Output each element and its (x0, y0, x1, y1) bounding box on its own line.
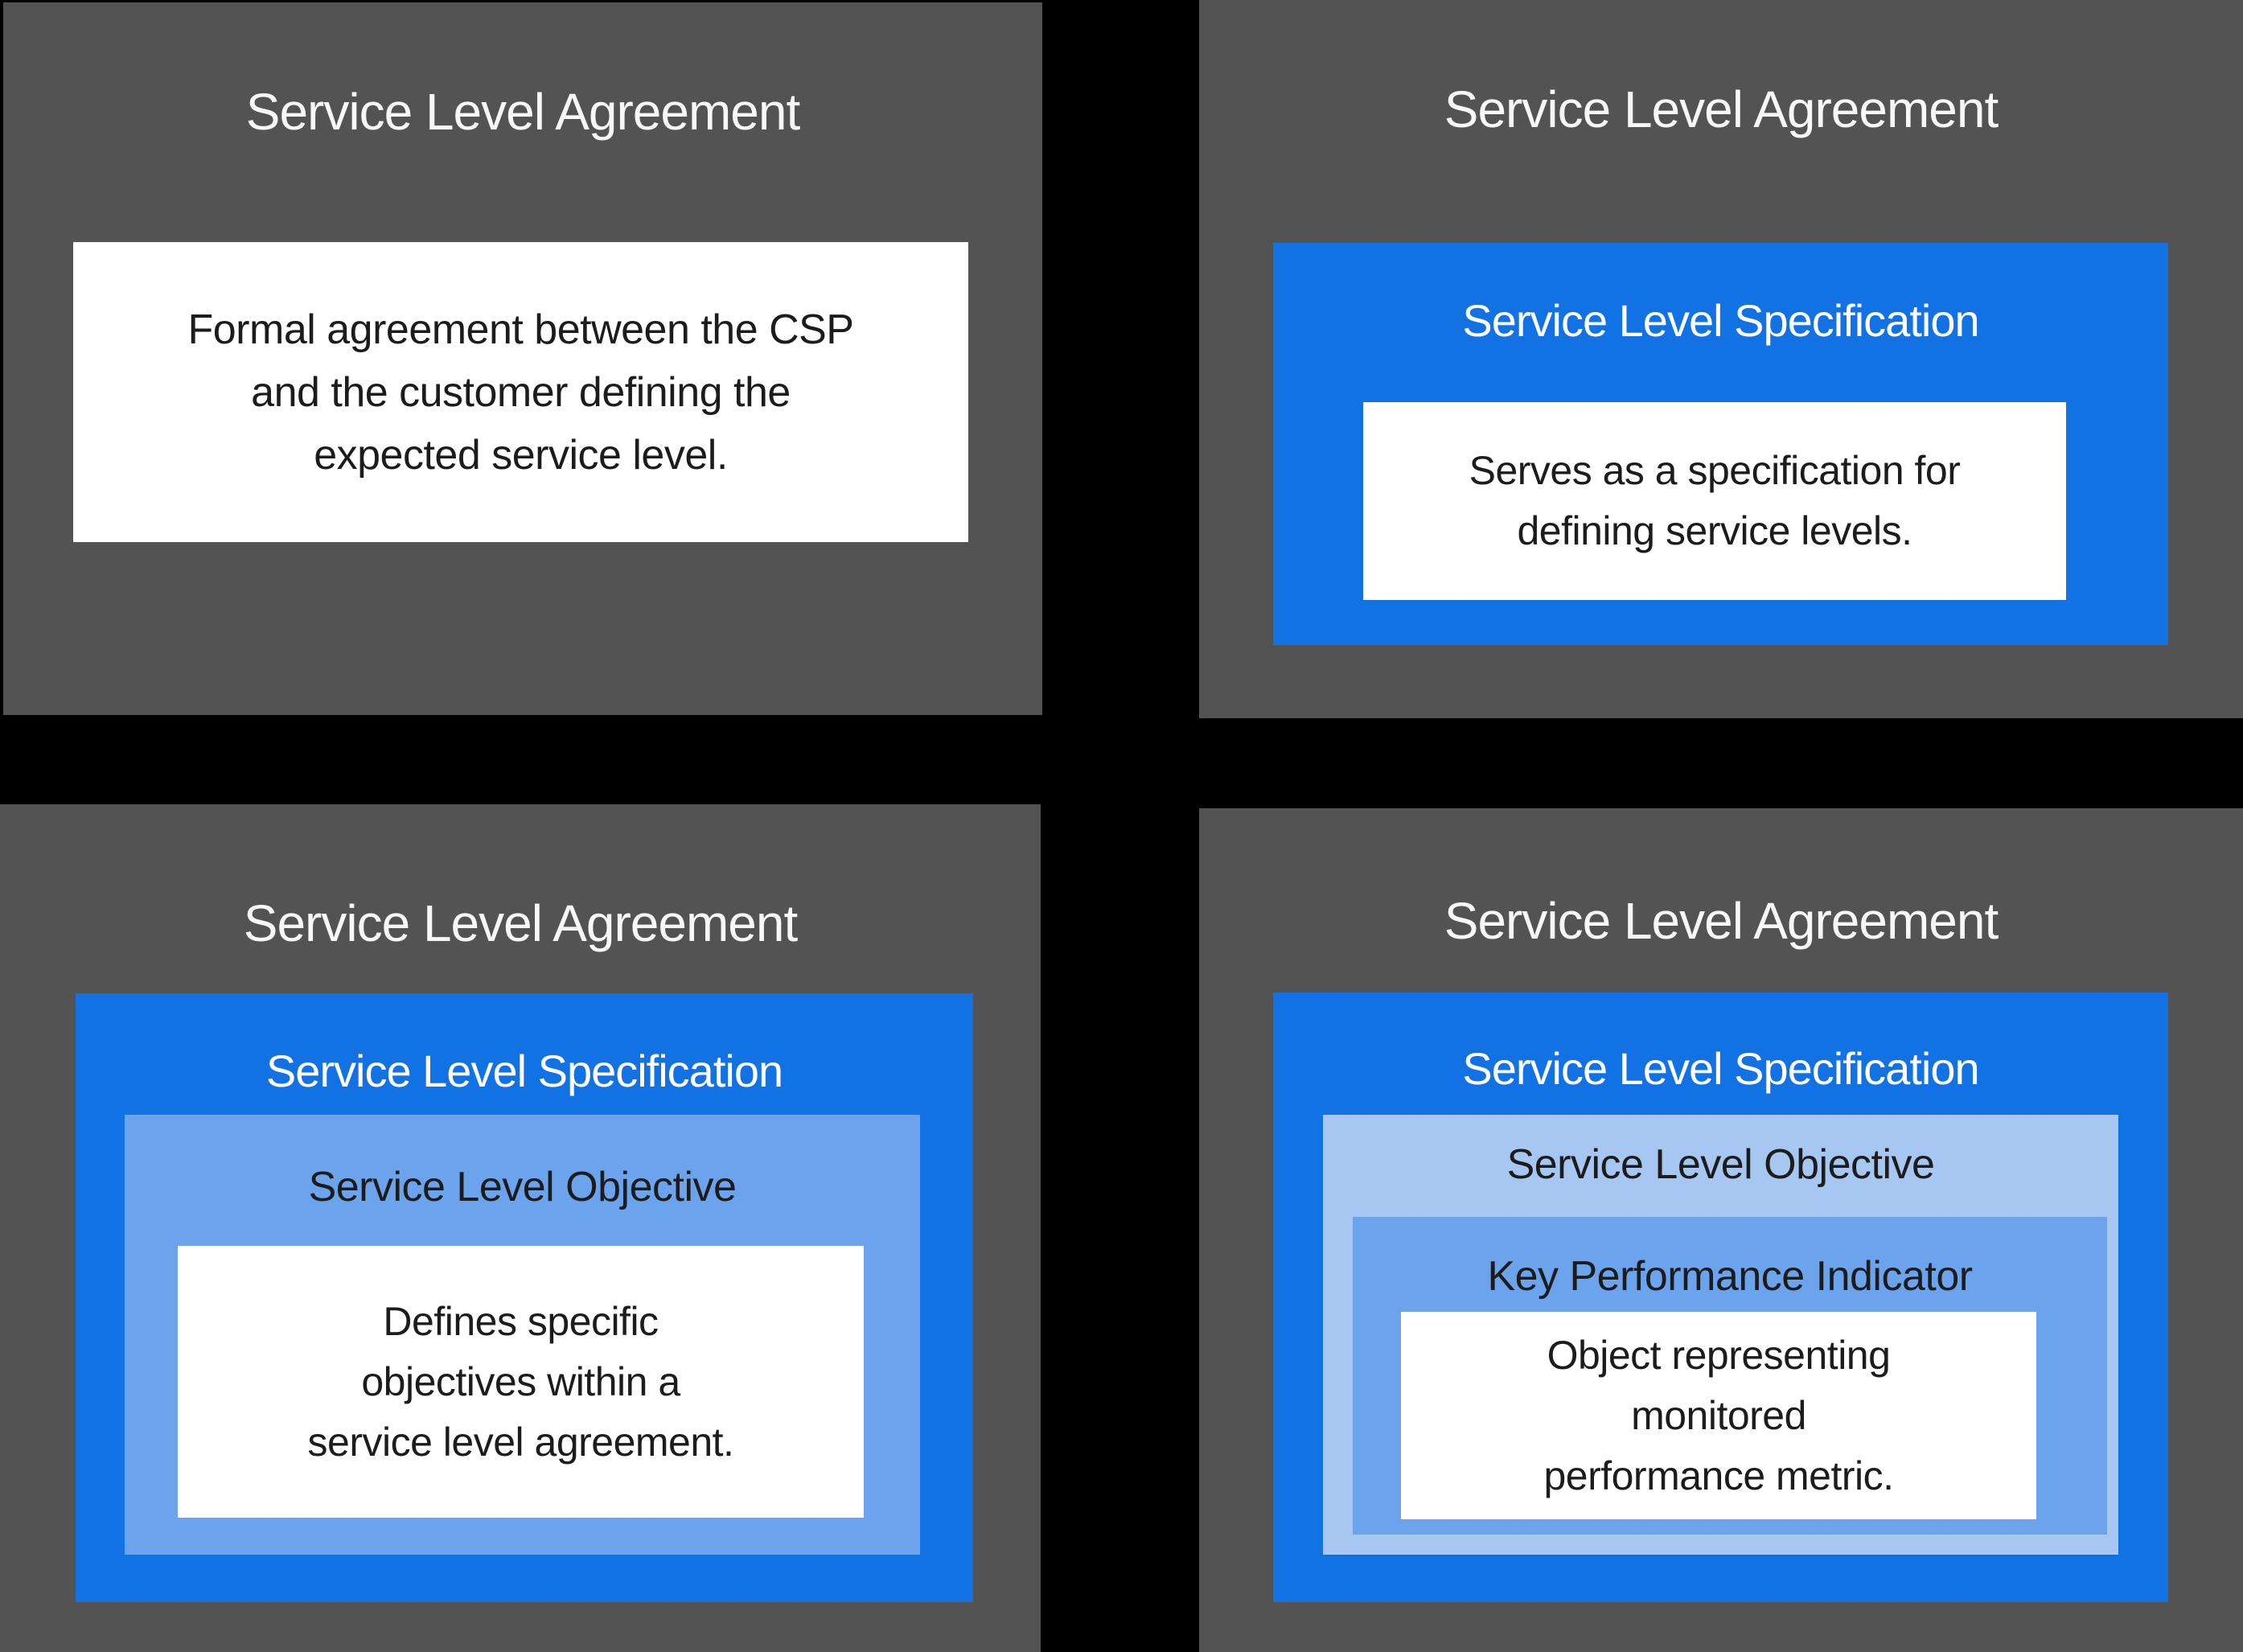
service-level-objective-box: Service Level Objective Defines specific… (125, 1115, 920, 1555)
sla-title: Service Level Agreement (243, 894, 799, 952)
sla-title: Service Level Agreement (1444, 80, 1999, 138)
quadrant-panel-top-left: Service Level Agreement Formal agreement… (3, 2, 1042, 715)
slo-title: Service Level Objective (1506, 1141, 1935, 1188)
service-level-specification-box: Service Level Specification Service Leve… (76, 993, 973, 1602)
sls-title: Service Level Specification (1462, 1043, 1979, 1094)
service-level-objective-box: Service Level Objective Key Performance … (1323, 1115, 2118, 1555)
slo-title: Service Level Objective (308, 1164, 737, 1210)
kpi-title: Key Performance Indicator (1487, 1253, 1973, 1300)
quadrant-panel-bottom-right: Service Level Agreement Service Level Sp… (1199, 808, 2243, 1652)
service-level-specification-box: Service Level Specification Service Leve… (1273, 992, 2168, 1602)
sla-description-box: Formal agreement between the CSP and the… (73, 242, 968, 542)
slo-description-text: Defines specific objectives within a ser… (307, 1298, 734, 1465)
sla-description-text: Formal agreement between the CSP and the… (187, 306, 854, 479)
kpi-description-text: Object representing monitored performanc… (1543, 1332, 1894, 1498)
sla-title: Service Level Agreement (1444, 892, 1999, 950)
sls-description-text: Serves as a specification for defining s… (1469, 448, 1961, 553)
sls-description-box: Serves as a specification for defining s… (1363, 402, 2066, 600)
key-performance-indicator-box: Key Performance Indicator Object represe… (1353, 1217, 2107, 1535)
sla-title: Service Level Agreement (245, 83, 801, 141)
kpi-description-box: Object representing monitored performanc… (1401, 1312, 2036, 1519)
service-level-specification-box: Service Level Specification Serves as a … (1273, 243, 2168, 645)
sls-title: Service Level Specification (265, 1046, 783, 1096)
sls-title: Service Level Specification (1462, 295, 1979, 346)
quadrant-panel-bottom-left: Service Level Agreement Service Level Sp… (0, 804, 1041, 1652)
slo-description-box: Defines specific objectives within a ser… (178, 1246, 864, 1518)
quadrant-panel-top-right: Service Level Agreement Service Level Sp… (1199, 0, 2243, 718)
